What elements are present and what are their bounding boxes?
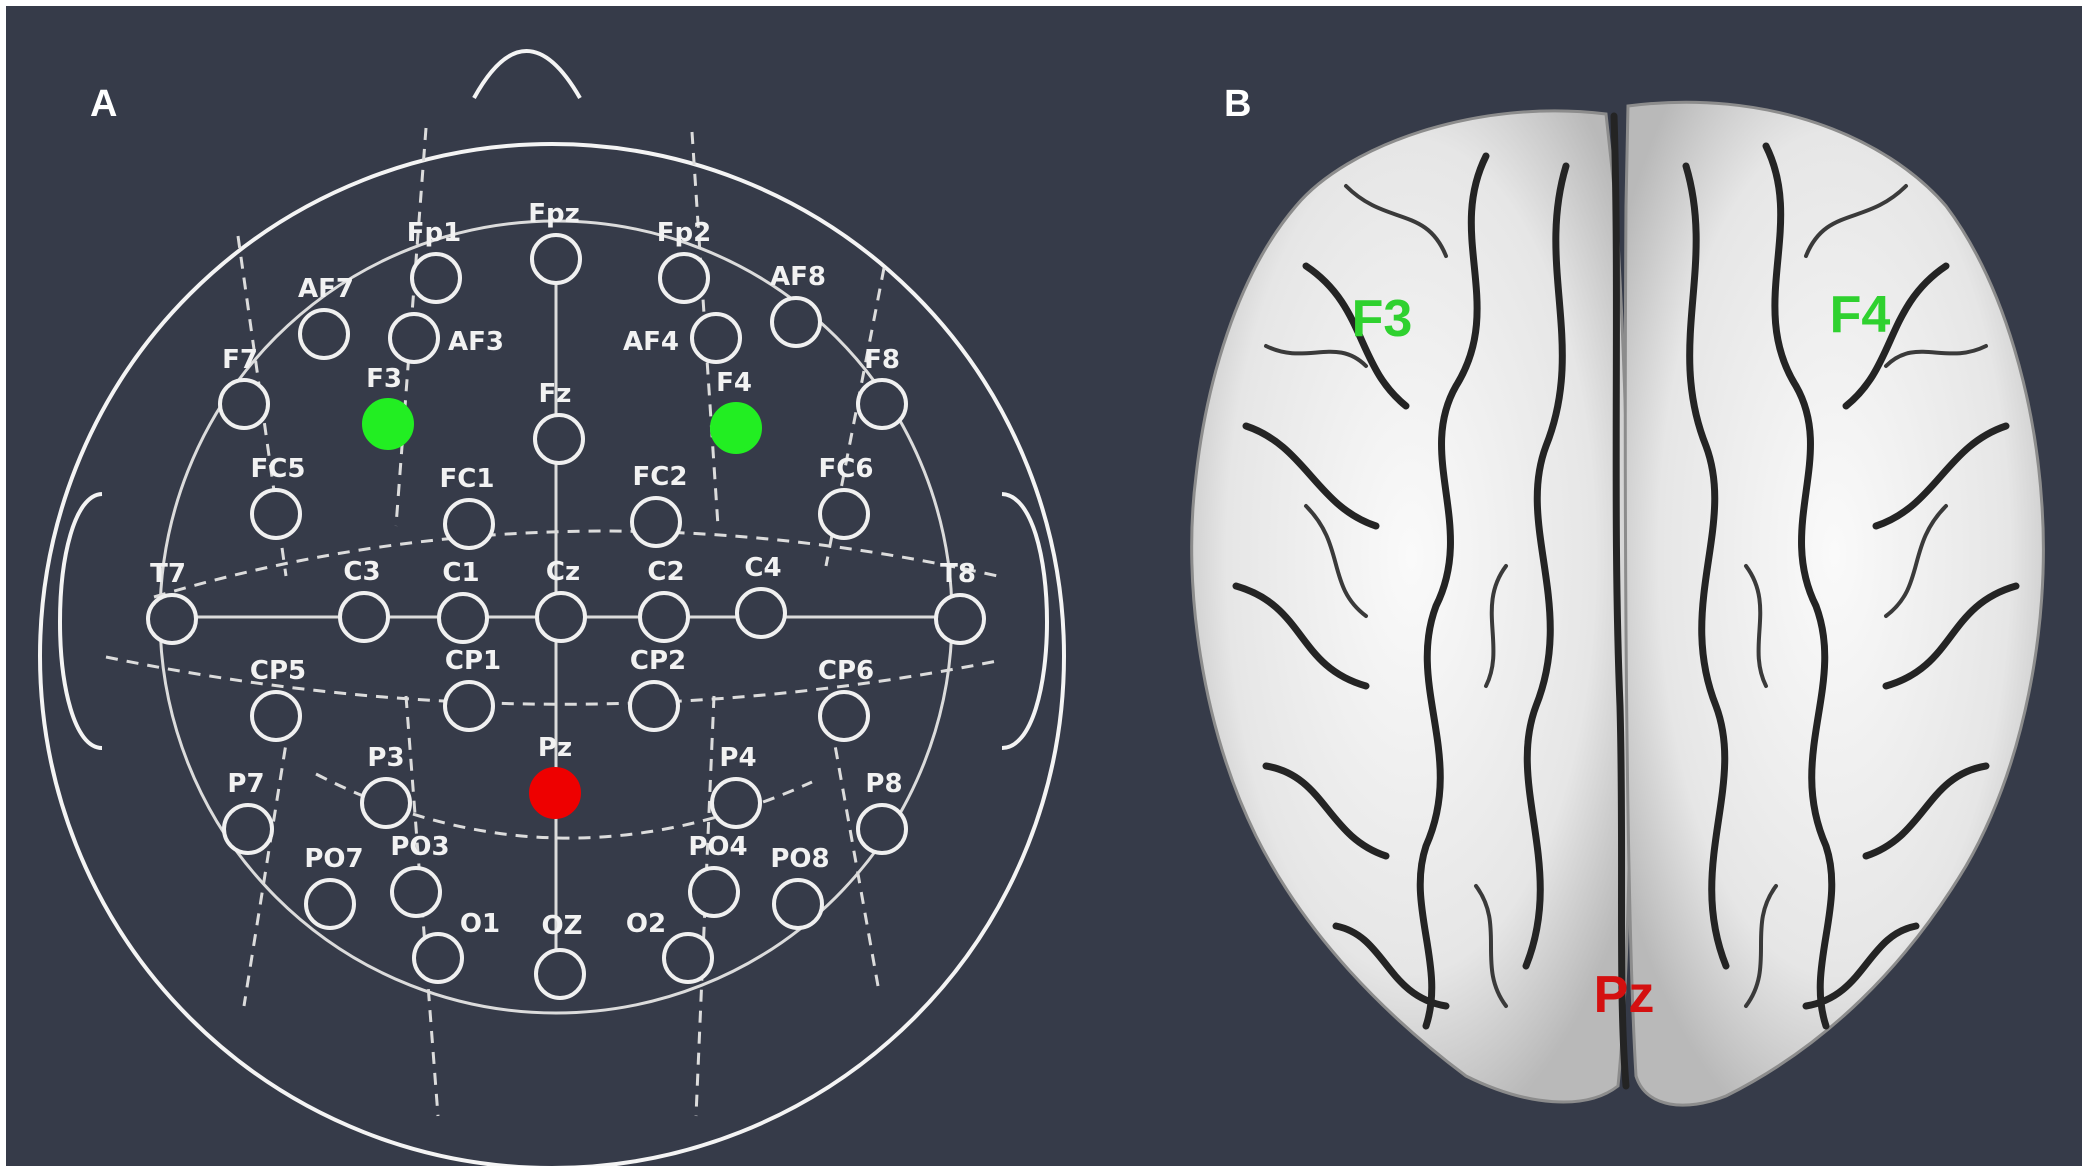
electrode-label-p8: P8 <box>865 769 902 799</box>
electrode-c4 <box>735 587 787 639</box>
electrode-fz <box>533 413 585 465</box>
electrode-cz <box>535 591 587 643</box>
electrode-t8 <box>934 593 986 645</box>
electrode-label-f7: F7 <box>222 345 258 375</box>
electrode-af8 <box>770 296 822 348</box>
electrode-fc5 <box>250 488 302 540</box>
electrode-label-cp2: CP2 <box>630 646 686 676</box>
electrode-label-f4: F4 <box>716 368 752 398</box>
electrode-c1 <box>437 592 489 644</box>
electrode-label-af8: AF8 <box>770 262 826 292</box>
electrode-label-p3: P3 <box>367 743 404 773</box>
electrode-label-cz: Cz <box>546 557 580 587</box>
nose <box>472 49 582 99</box>
right-ear <box>1001 492 1049 750</box>
panel-b: B <box>1190 83 2045 1107</box>
electrode-pz <box>529 767 581 819</box>
electrode-label-f3: F3 <box>366 364 402 394</box>
electrode-label-c3: C3 <box>343 557 380 587</box>
electrode-label-fp2: Fp2 <box>657 218 711 248</box>
electrode-label-fc6: FC6 <box>819 454 874 484</box>
electrode-fp2 <box>658 252 710 304</box>
longitudinal-fissure <box>1610 112 1630 1090</box>
head-outline <box>38 142 1066 1166</box>
electrode-c2 <box>638 591 690 643</box>
electrode-fpz <box>530 233 582 285</box>
electrode-label-af3: AF3 <box>448 327 504 357</box>
electrode-p4 <box>710 777 762 829</box>
electrode-c3 <box>338 591 390 643</box>
electrode-label-fz: Fz <box>539 379 572 409</box>
electrode-oz <box>534 948 586 1000</box>
electrode-cp5 <box>250 690 302 742</box>
electrode-fc1 <box>443 498 495 550</box>
electrode-o1 <box>412 932 464 984</box>
electrode-label-c1: C1 <box>442 558 479 588</box>
electrode-label-fp1: Fp1 <box>407 218 461 248</box>
right-sulci <box>1682 142 2020 1030</box>
electrode-label-fpz: Fpz <box>528 199 580 229</box>
electrode-label-fc1: FC1 <box>440 464 495 494</box>
electrode-label-f8: F8 <box>864 345 900 375</box>
electrode-label-o1: O1 <box>460 909 500 939</box>
electrode-t7 <box>146 593 198 645</box>
electrode-f8 <box>856 378 908 430</box>
electrode-po8 <box>772 878 824 930</box>
electrode-label-fc5: FC5 <box>251 454 306 484</box>
electrode-cp2 <box>628 680 680 732</box>
brain-label-f3: F3 <box>1352 290 1413 348</box>
electrode-label-cp1: CP1 <box>445 646 501 676</box>
electrode-po4 <box>688 866 740 918</box>
electrode-label-af4: AF4 <box>623 327 679 357</box>
electrode-label-af7: AF7 <box>298 274 354 304</box>
electrode-p7 <box>222 803 274 855</box>
electrode-af3 <box>388 312 440 364</box>
electrode-cp6 <box>818 690 870 742</box>
electrode-po7 <box>304 878 356 930</box>
panel-b-label: B <box>1224 83 1251 125</box>
electrode-label-p7: P7 <box>227 769 264 799</box>
electrode-f3 <box>362 398 414 450</box>
electrode-fc2 <box>630 496 682 548</box>
electrode-label-c2: C2 <box>647 557 684 587</box>
electrode-label-oz: OZ <box>542 911 583 941</box>
electrode-label-po3: PO3 <box>390 832 449 862</box>
panel-a-label: A <box>90 83 117 125</box>
electrode-label-t7: T7 <box>150 559 186 589</box>
dashed-right-posterior <box>826 705 880 987</box>
electrode-fc6 <box>818 488 870 540</box>
brain-label-pz: Pz <box>1594 966 1655 1024</box>
electrode-label-c4: C4 <box>744 553 781 583</box>
electrode-cp1 <box>443 680 495 732</box>
left-sulci <box>1232 152 1570 1030</box>
electrode-o2 <box>662 932 714 984</box>
electrode-po3 <box>390 866 442 918</box>
electrode-af7 <box>298 308 350 360</box>
left-hemisphere <box>1190 109 1633 1104</box>
dashed-arc-lower <box>105 655 1003 706</box>
electrode-f4 <box>710 402 762 454</box>
brain-label-f4: F4 <box>1830 286 1891 344</box>
electrode-label-t8: T8 <box>940 559 976 589</box>
electrode-f7 <box>218 378 270 430</box>
electrode-label-cp5: CP5 <box>250 656 306 686</box>
electrode-p3 <box>360 777 412 829</box>
left-ear <box>58 492 103 750</box>
electrode-label-po8: PO8 <box>770 844 829 874</box>
dashed-left-posterior <box>242 705 294 1007</box>
electrode-label-fc2: FC2 <box>633 462 688 492</box>
electrode-label-cp6: CP6 <box>818 656 874 686</box>
electrode-label-p4: P4 <box>719 743 756 773</box>
electrode-label-pz: Pz <box>538 733 572 763</box>
electrode-label-o2: O2 <box>626 909 666 939</box>
electrode-label-po7: PO7 <box>304 844 363 874</box>
electrode-label-po4: PO4 <box>688 832 747 862</box>
electrode-af4 <box>690 312 742 364</box>
electrode-p8 <box>856 803 908 855</box>
electrode-fp1 <box>410 252 462 304</box>
